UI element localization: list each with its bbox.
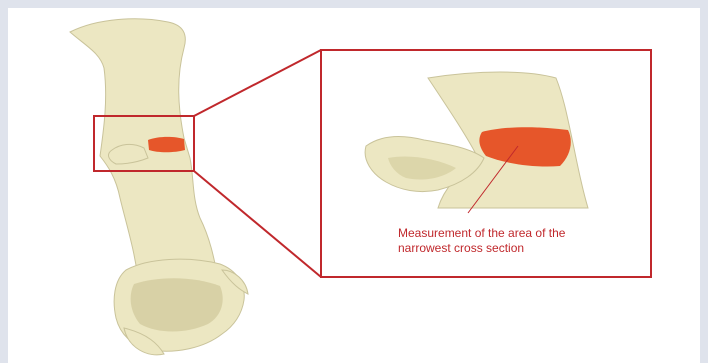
zoom-connector-top: [194, 50, 321, 116]
figure-canvas: Measurement of the area of the narrowest…: [8, 8, 700, 363]
bone-overview: [70, 19, 248, 355]
bone-figure-svg: [8, 8, 700, 363]
annotation-label: Measurement of the area of the narrowest…: [398, 226, 573, 256]
cross-section-highlight: [148, 137, 185, 152]
